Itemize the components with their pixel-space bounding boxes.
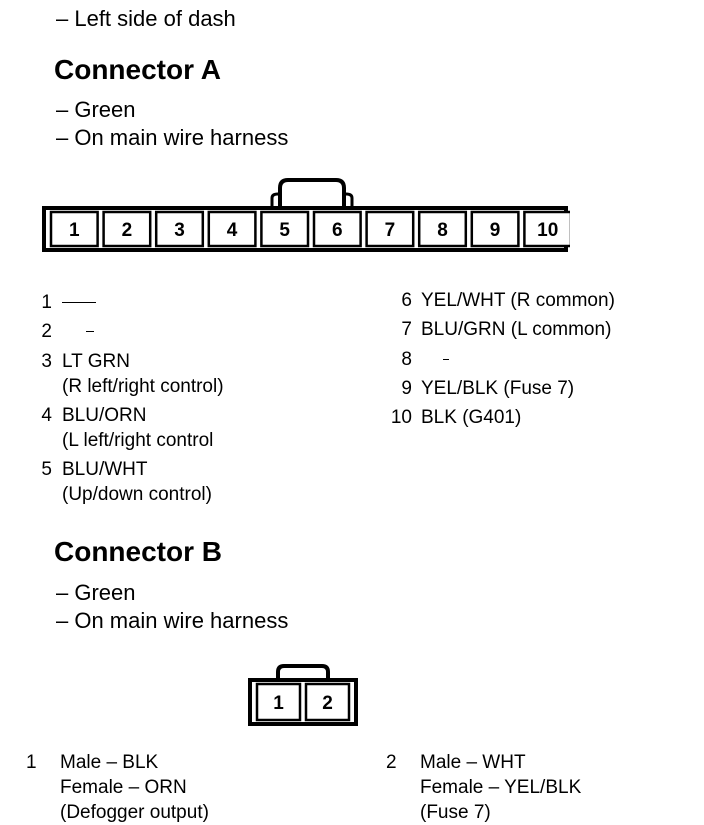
pin-function: (L left/right control — [62, 430, 214, 451]
terminal-number: 6 — [332, 220, 343, 241]
connector-a-pin-3: 3 LT GRN (R left/right control) — [38, 349, 224, 399]
terminal-number: 10 — [537, 220, 558, 241]
connector-b-note-harness: – On main wire harness — [56, 608, 289, 633]
connector-a-note-harness: – On main wire harness — [56, 125, 289, 150]
terminal-number: 8 — [437, 220, 448, 241]
terminal-number: 4 — [227, 220, 238, 241]
pin-number: 4 — [41, 405, 52, 426]
connector-a-terminal-1: 1 — [49, 210, 99, 248]
terminal-number: 1 — [69, 220, 80, 241]
connector-b-pin-2: 2 Male – WHT Female – YEL/BLK (Fuse 7) — [386, 750, 581, 825]
pin-function: (Defogger output) — [60, 802, 209, 823]
connector-a-terminal-6: 6 — [312, 210, 362, 248]
terminal-number: 2 — [122, 220, 133, 241]
connector-a-terminal-7: 7 — [365, 210, 415, 248]
connector-a-title: Connector A — [54, 54, 221, 85]
pin-number: 1 — [26, 752, 37, 773]
pin-number: 10 — [390, 407, 412, 428]
pin-male-wire: Male – WHT — [420, 752, 526, 773]
connector-a-pin-9: 9 YEL/BLK (Fuse 7) — [386, 378, 574, 400]
unused-pin-mark — [86, 331, 94, 333]
connector-a-terminal-8: 8 — [417, 210, 468, 248]
connector-a-pin-7: 7 BLU/GRN (L common) — [386, 319, 611, 341]
connector-a-lock-tab — [278, 178, 346, 208]
pin-number: 9 — [401, 378, 412, 399]
pin-function: (Up/down control) — [62, 484, 212, 505]
connector-a-pin-6: 6 YEL/WHT (R common) — [386, 290, 615, 312]
connector-b-terminal-1: 1 — [255, 682, 302, 722]
connector-b-note-color: – Green — [56, 580, 136, 605]
pin-number: 3 — [41, 351, 52, 372]
terminal-number: 5 — [279, 220, 290, 241]
connector-a-diagram: 1 2 3 4 5 6 7 8 9 10 — [42, 178, 570, 252]
pin-number: 2 — [41, 321, 52, 342]
connector-b-lock-tab — [276, 664, 330, 680]
pin-function: (R left/right control) — [62, 376, 224, 397]
connector-b-title: Connector B — [54, 536, 222, 567]
connector-a-terminal-2: 2 — [102, 210, 152, 248]
pin-wire-color: YEL/WHT (R common) — [421, 290, 615, 311]
pin-female-wire: Female – ORN — [60, 777, 187, 798]
unused-pin-mark — [62, 302, 96, 304]
pin-wire-color: BLK (G401) — [421, 407, 522, 428]
terminal-number: 3 — [174, 220, 185, 241]
pin-number: 8 — [401, 349, 412, 370]
connector-a-pin-5: 5 BLU/WHT (Up/down control) — [38, 457, 212, 507]
pin-number: 7 — [401, 319, 412, 340]
pin-number: 1 — [41, 292, 52, 313]
pin-male-wire: Male – BLK — [60, 752, 159, 773]
connector-a-pin-4: 4 BLU/ORN (L left/right control — [38, 403, 213, 453]
terminal-number: 9 — [490, 220, 501, 241]
terminal-number: 2 — [322, 693, 333, 714]
terminal-number: 1 — [273, 693, 284, 714]
connector-a-terminal-5: 5 — [260, 210, 310, 248]
connector-a-terminal-10: 10 — [523, 210, 570, 248]
pin-number: 2 — [386, 752, 397, 773]
pin-function: (Fuse 7) — [420, 802, 491, 823]
connector-a-pin-8: 8 — [386, 349, 449, 371]
unused-pin-mark — [443, 359, 449, 361]
pin-wire-color: BLU/ORN — [62, 405, 147, 426]
pin-wire-color: BLU/GRN (L common) — [421, 319, 612, 340]
pin-female-wire: Female – YEL/BLK — [420, 777, 582, 798]
connector-b-pin-1: 1 Male – BLK Female – ORN (Defogger outp… — [26, 750, 209, 825]
pin-number: 5 — [41, 459, 52, 480]
connector-a-pin-1: 1 — [38, 290, 96, 315]
connector-a-terminal-3: 3 — [154, 210, 205, 248]
pin-number: 6 — [401, 290, 412, 311]
location-text: – Left side of dash — [56, 6, 236, 31]
pin-wire-color: YEL/BLK (Fuse 7) — [421, 378, 575, 399]
connector-a-terminal-4: 4 — [207, 210, 257, 248]
terminal-number: 7 — [385, 220, 396, 241]
connector-b-terminal-2: 2 — [304, 682, 351, 722]
pin-wire-color: BLU/WHT — [62, 459, 148, 480]
connector-a-pin-10: 10 BLK (G401) — [386, 407, 521, 429]
connector-a-note-color: – Green — [56, 97, 136, 122]
connector-a-pin-2: 2 — [38, 319, 94, 344]
pin-wire-color: LT GRN — [62, 351, 130, 372]
connector-a-terminal-9: 9 — [470, 210, 520, 248]
